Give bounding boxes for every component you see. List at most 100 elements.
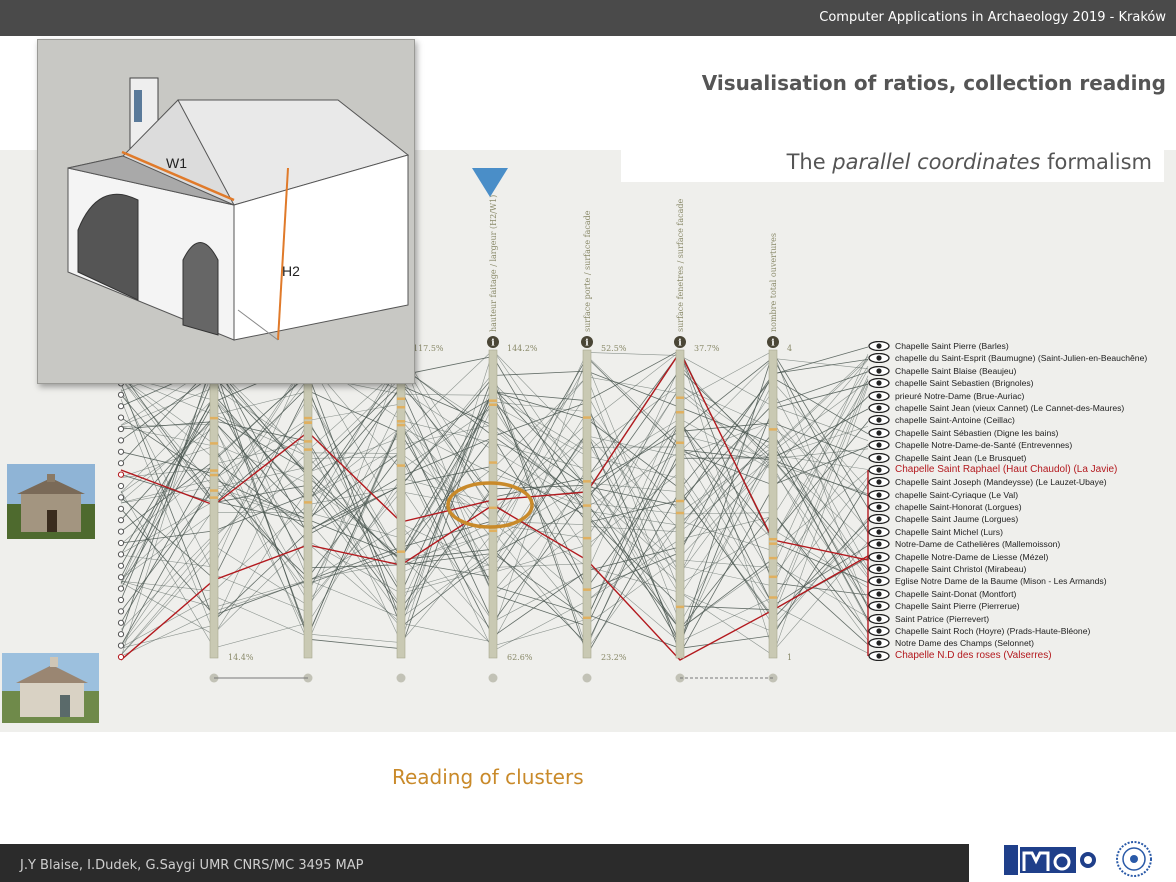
chapel-list: Chapelle Saint Pierre (Barles)chapelle d… bbox=[866, 340, 1176, 662]
axis-title: surface porte / surface facade bbox=[583, 210, 592, 332]
left-node bbox=[117, 528, 125, 535]
chapel-name: Chapelle Saint Blaise (Beaujeu) bbox=[895, 365, 1017, 376]
axis-top-value: 4 bbox=[787, 344, 792, 353]
info-icon[interactable] bbox=[581, 336, 593, 348]
chapel-list-item[interactable]: Chapelle Saint Jean (Le Brusquet) bbox=[866, 452, 1176, 464]
eye-icon[interactable] bbox=[868, 378, 890, 389]
chapel-list-item[interactable]: Saint Patrice (Pierrevert) bbox=[866, 613, 1176, 625]
axis-bar bbox=[209, 349, 219, 659]
chapel-list-item[interactable]: chapelle Saint-Antoine (Ceillac) bbox=[866, 414, 1176, 426]
chapel-list-item[interactable]: Notre Dame des Champs (Selonnet) bbox=[866, 637, 1176, 649]
eye-icon[interactable] bbox=[868, 390, 890, 401]
chapel-name: Notre Dame des Champs (Selonnet) bbox=[895, 638, 1034, 649]
axis-tick-band bbox=[769, 556, 777, 560]
chapel-list-item[interactable]: chapelle du Saint-Esprit (Baumugne) (Sai… bbox=[866, 352, 1176, 364]
eye-icon[interactable] bbox=[868, 551, 890, 562]
left-node bbox=[117, 471, 125, 478]
axis-tick-band bbox=[304, 416, 312, 420]
chapel-name: prieuré Notre-Dame (Brue-Auriac) bbox=[895, 390, 1025, 401]
chapel-list-item[interactable]: Chapelle Saint Jaume (Lorgues) bbox=[866, 513, 1176, 525]
chapel-list-item[interactable]: Chapelle Saint Joseph (Mandeysse) (Le La… bbox=[866, 476, 1176, 488]
chapel-list-item[interactable]: prieuré Notre-Dame (Brue-Auriac) bbox=[866, 390, 1176, 402]
axis-tick-band bbox=[769, 596, 777, 599]
axis-bottom-value: 14.4% bbox=[228, 653, 254, 662]
axis-tick-band bbox=[304, 421, 312, 425]
info-icon-glyph: i bbox=[491, 339, 495, 349]
axis-tick-band bbox=[210, 442, 218, 445]
info-icon[interactable] bbox=[487, 336, 499, 348]
highlighted-polyline bbox=[120, 350, 869, 561]
chapel-name: Chapelle Saint Michel (Lurs) bbox=[895, 526, 1003, 537]
chapel-name: Chapelle Saint Roch (Hoyre) (Prads-Haute… bbox=[895, 625, 1091, 636]
eye-icon[interactable] bbox=[868, 539, 890, 550]
chapel-list-item[interactable]: chapelle Saint-Honorat (Lorgues) bbox=[866, 501, 1176, 513]
chimney-window bbox=[134, 90, 142, 122]
chapel-list-item[interactable]: Chapelle Notre-Dame de Liesse (Mézel) bbox=[866, 551, 1176, 563]
cluster-ring bbox=[446, 481, 534, 529]
cluster-caption: Reading of clusters bbox=[392, 765, 584, 789]
w1-label: W1 bbox=[166, 155, 187, 171]
axis-tick-band bbox=[210, 469, 218, 472]
eye-icon[interactable] bbox=[868, 514, 890, 525]
axis-tick-band bbox=[397, 464, 405, 467]
chapel-list-item[interactable]: Chapelle N.D des roses (Valserres) bbox=[866, 650, 1176, 662]
eye-icon[interactable] bbox=[868, 415, 890, 426]
eye-icon[interactable] bbox=[868, 402, 890, 413]
axis-tick-band bbox=[397, 397, 405, 400]
eye-icon[interactable] bbox=[868, 650, 890, 661]
chapel-list-item[interactable]: Notre-Dame de Cathelières (Mallemoisson) bbox=[866, 538, 1176, 550]
eye-icon[interactable] bbox=[868, 489, 890, 500]
eye-icon[interactable] bbox=[868, 502, 890, 513]
chapel-photo-saint-raphael bbox=[7, 464, 95, 539]
chapel-list-item[interactable]: chapelle Saint Jean (vieux Cannet) (Le C… bbox=[866, 402, 1176, 414]
eye-icon[interactable] bbox=[868, 440, 890, 451]
chapel-list-item[interactable]: Chapelle Saint-Donat (Montfort) bbox=[866, 588, 1176, 600]
axis-tick-band bbox=[676, 499, 684, 503]
eye-icon[interactable] bbox=[868, 452, 890, 463]
left-node bbox=[117, 403, 125, 410]
chapel-list-item[interactable]: chapelle Saint Sebastien (Brignoles) bbox=[866, 377, 1176, 389]
eye-icon[interactable] bbox=[868, 526, 890, 537]
eye-icon[interactable] bbox=[868, 341, 890, 351]
info-icon-glyph: i bbox=[771, 339, 775, 349]
left-node bbox=[117, 425, 125, 433]
info-icon[interactable] bbox=[767, 336, 779, 348]
eye-icon[interactable] bbox=[868, 365, 890, 376]
chapel-list-item[interactable]: Chapelle Saint Christol (Mirabeau) bbox=[866, 563, 1176, 575]
chapel-name: Chapelle Notre-Dame de Liesse (Mézel) bbox=[895, 551, 1049, 562]
eye-icon[interactable] bbox=[868, 638, 890, 649]
eye-icon[interactable] bbox=[868, 477, 890, 488]
subtitle-box: The parallel coordinates formalism bbox=[621, 144, 1164, 182]
axis-tick-band bbox=[676, 441, 684, 444]
subtitle-emphasis: parallel coordinates bbox=[832, 150, 1041, 174]
chapel-list-item[interactable]: Eglise Notre Dame de la Baume (Mison - L… bbox=[866, 575, 1176, 587]
axis-tick-band bbox=[583, 588, 591, 591]
chapel-list-item[interactable]: Chapelle Saint Pierre (Barles) bbox=[866, 340, 1176, 352]
left-node bbox=[117, 437, 125, 444]
chapel-list-item[interactable]: Chapelle Saint Raphael (Haut Chaudol) (L… bbox=[866, 464, 1176, 476]
info-icon-glyph: i bbox=[585, 339, 589, 349]
chapel-list-item[interactable]: Chapelle Saint Blaise (Beaujeu) bbox=[866, 365, 1176, 377]
chapel-list-item[interactable]: Chapelle Saint Sébastien (Digne les bain… bbox=[866, 427, 1176, 439]
chapel-list-item[interactable]: Chapelle Saint Roch (Hoyre) (Prads-Haute… bbox=[866, 625, 1176, 637]
eye-icon[interactable] bbox=[868, 588, 890, 599]
eye-icon[interactable] bbox=[868, 427, 890, 438]
chapel-list-item[interactable]: Chapelle Saint Michel (Lurs) bbox=[866, 526, 1176, 538]
eye-icon[interactable] bbox=[868, 625, 890, 636]
info-icon[interactable] bbox=[674, 336, 686, 348]
eye-icon[interactable] bbox=[868, 564, 890, 575]
eye-icon[interactable] bbox=[868, 464, 890, 475]
eye-icon[interactable] bbox=[868, 613, 890, 624]
left-node bbox=[117, 631, 125, 638]
axis-tick-band bbox=[583, 536, 591, 540]
top-bar: Computer Applications in Archaeology 201… bbox=[0, 0, 1176, 36]
eye-icon[interactable] bbox=[868, 576, 890, 587]
eye-icon[interactable] bbox=[868, 353, 890, 364]
axis-tick-band bbox=[769, 428, 777, 431]
chapel-list-item[interactable]: chapelle Saint-Cyriaque (Le Val) bbox=[866, 489, 1176, 501]
chapel-list-item[interactable]: Chapelle Notre-Dame-de-Santé (Entrevenne… bbox=[866, 439, 1176, 451]
axis-top-value: 37.7% bbox=[694, 344, 720, 353]
chapel-list-item[interactable]: Chapelle Saint Pierre (Pierrerue) bbox=[866, 600, 1176, 612]
w1-dimension bbox=[121, 150, 235, 202]
eye-icon[interactable] bbox=[868, 601, 890, 612]
